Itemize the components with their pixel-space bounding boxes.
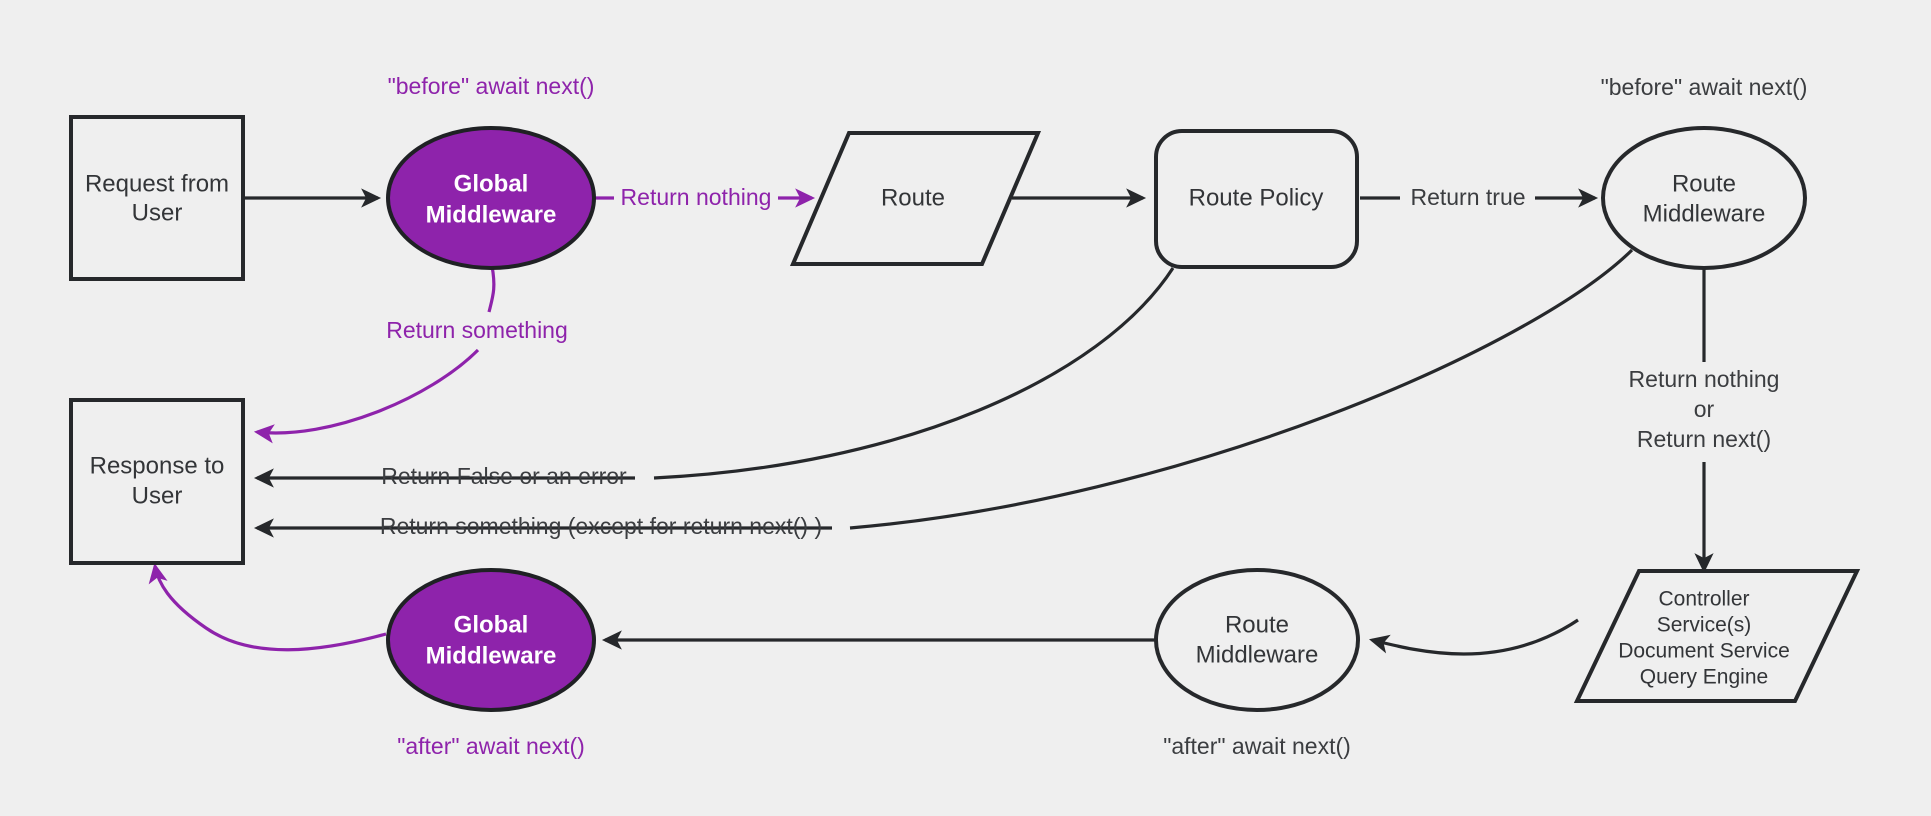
node-route-policy-label: Route Policy [1189, 184, 1324, 211]
annotation-after-await-next-global: "after" await next() [397, 733, 585, 759]
edge-label-return-false-or-error: Return False or an error [381, 463, 627, 489]
node-response-label-line-2: User [132, 482, 183, 509]
edge-label-return-nothing-or-next-line-1: Return nothing [1629, 366, 1780, 392]
edge-label-return-something-except: Return something (except for return next… [380, 513, 822, 539]
edge-label-return-something: Return something [386, 317, 568, 343]
node-global-middleware-bottom[interactable]: Global Middleware [386, 568, 596, 712]
node-request-label-line-2: User [132, 199, 183, 226]
node-global-middleware-top[interactable]: Global Middleware [386, 126, 596, 270]
node-route-middleware-top[interactable]: Route Middleware [1601, 126, 1807, 270]
node-response-to-user[interactable]: Response to User [69, 398, 245, 565]
edge-global-middleware-to-response [253, 348, 480, 444]
node-controller-services[interactable]: Controller Service(s) Document Service Q… [1573, 569, 1861, 703]
node-request-label-line-1: Request from [85, 170, 229, 197]
annotation-before-await-next-global: "before" await next() [388, 73, 595, 99]
node-controller-label-line-3: Document Service [1618, 640, 1790, 663]
edge-label-return-nothing-or-next-line-2: or [1694, 396, 1715, 422]
edge-label-return-true: Return true [1410, 184, 1525, 210]
edge-route-middleware-to-response-right [849, 248, 1634, 530]
edge-global-middleware-return-something-upper [487, 265, 496, 313]
edge-label-return-nothing: Return nothing [621, 184, 772, 210]
node-route-middleware-top-label-line-2: Middleware [1643, 200, 1766, 227]
edge-route-policy-to-response-right [653, 267, 1175, 480]
node-global-middleware-bottom-label-line-1: Global [454, 611, 529, 638]
edge-controller-to-route-middleware-bottom [1369, 618, 1579, 656]
node-request-from-user[interactable]: Request from User [69, 115, 245, 281]
node-controller-label-line-1: Controller [1658, 588, 1749, 611]
node-route-middleware-bottom-label-line-1: Route [1225, 611, 1289, 638]
node-route-label: Route [881, 184, 945, 211]
node-global-middleware-bottom-label-line-2: Middleware [426, 642, 557, 669]
node-controller-label-line-2: Service(s) [1657, 614, 1752, 637]
edge-label-return-nothing-or-next-line-3: Return next() [1637, 426, 1771, 452]
node-route-policy[interactable]: Route Policy [1154, 129, 1359, 269]
node-route-middleware-bottom[interactable]: Route Middleware [1154, 568, 1360, 712]
node-global-middleware-top-label-line-2: Middleware [426, 201, 557, 228]
annotation-before-await-next-route: "before" await next() [1601, 74, 1808, 100]
node-global-middleware-top-label-line-1: Global [454, 170, 529, 197]
node-route[interactable]: Route [789, 131, 1042, 266]
annotation-after-await-next-route: "after" await next() [1163, 733, 1351, 759]
edge-global-middleware-bottom-to-response [148, 562, 387, 652]
node-response-label-line-1: Response to [90, 452, 225, 479]
node-route-middleware-top-label-line-1: Route [1672, 170, 1736, 197]
node-route-middleware-bottom-label-line-2: Middleware [1196, 641, 1319, 668]
node-controller-label-line-4: Query Engine [1640, 666, 1768, 689]
